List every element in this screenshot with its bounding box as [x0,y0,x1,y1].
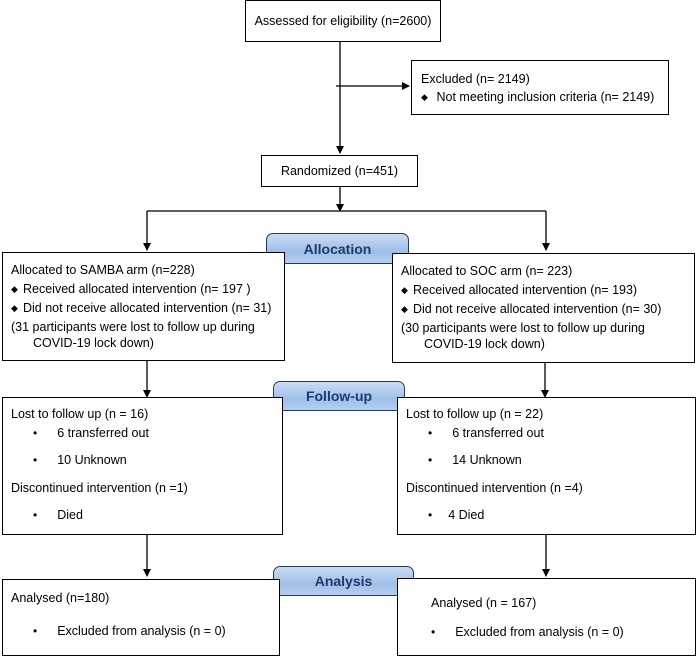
samba-allocation-box: Allocated to SAMBA arm (n=228) ◆ Received… [2,252,285,361]
samba-not-received: Did not receive allocated intervention (… [23,301,272,315]
soc-received-row: ◆ Received allocated intervention (n= 193… [401,282,637,299]
soc-analysed: Analysed (n = 167) [431,596,537,610]
soc-received: Received allocated intervention (n= 193) [413,283,638,297]
samba-received: Received allocated intervention (n= 197 … [23,282,251,296]
bullet-icon: • [33,624,38,638]
excluded-title: Excluded (n= 2149) [421,72,530,86]
bullet-icon: • [428,453,433,467]
samba-not-received-row: ◆ Did not receive allocated intervention … [11,300,271,317]
samba-alloc-title: Allocated to SAMBA arm (n=228) [11,263,195,277]
bullet-icon: • [33,426,38,440]
soc-disc-item1-row: • 4 Died [428,507,484,524]
soc-note-line1: (30 participants were lost to follow up … [401,321,645,335]
followup-label: Follow-up [273,381,405,411]
soc-lost: Lost to follow up (n = 22) [406,407,544,421]
soc-note-line2: COVID-19 lock down) [424,337,545,351]
soc-lost-item1-row: • 6 transferred out [428,425,544,442]
soc-lost-item2: 14 Unknown [452,453,522,467]
samba-lost-item1-row: • 6 transferred out [33,425,149,442]
analysis-label: Analysis [273,566,414,596]
excluded-box: Excluded (n= 2149) ◆ Not meeting inclusi… [411,60,669,115]
samba-lost-item2: 10 Unknown [57,453,127,467]
assessed-text: Assessed for eligibility (n=2600) [254,13,432,28]
allocation-label: Allocation [266,233,409,264]
bullet-icon: • [431,625,436,639]
soc-disc-item1: 4 Died [448,508,485,522]
samba-lost-item2-row: • 10 Unknown [33,452,127,469]
samba-analysed: Analysed (n=180) [11,591,110,605]
samba-followup-box: Lost to follow up (n = 16) • 6 transferre… [2,397,283,535]
bullet-icon: • [33,508,38,522]
soc-followup-box: Lost to follow up (n = 22) • 6 transferre… [397,397,696,535]
randomized-box: Randomized (n=451) [261,155,418,187]
soc-discontinued: Discontinued intervention (n =4) [406,481,583,495]
samba-lost: Lost to follow up (n = 16) [11,407,149,421]
samba-excluded-row: • Excluded from analysis (n = 0) [33,623,226,640]
samba-excluded: Excluded from analysis (n = 0) [57,624,226,638]
samba-disc-item1: Died [57,508,83,522]
samba-lost-item1: 6 transferred out [57,426,149,440]
bullet-icon: • [428,426,433,440]
diamond-bullet-icon: ◆ [421,92,428,102]
bullet-icon: • [428,508,433,522]
samba-note-line1: (31 participants were lost to follow up … [11,320,255,334]
diamond-bullet-icon: ◆ [401,285,408,295]
samba-discontinued: Discontinued intervention (n =1) [11,481,188,495]
diamond-bullet-icon: ◆ [11,284,18,294]
excluded-reason-row: ◆ Not meeting inclusion criteria (n= 214… [421,89,654,106]
soc-lost-item1: 6 transferred out [452,426,544,440]
bullet-icon: • [33,453,38,467]
samba-analysis-box: Analysed (n=180) • Excluded from analysis… [2,579,280,656]
soc-excluded-row: • Excluded from analysis (n = 0) [431,624,624,641]
soc-not-received: Did not receive allocated intervention (… [413,302,662,316]
excluded-reason: Not meeting inclusion criteria (n= 2149) [436,90,655,104]
soc-lost-item2-row: • 14 Unknown [428,452,522,469]
soc-allocation-box: Allocated to SOC arm (n= 223) ◆ Received … [392,253,695,363]
samba-note-line2: COVID-19 lock down) [33,336,154,350]
diamond-bullet-icon: ◆ [11,303,18,313]
samba-received-row: ◆ Received allocated intervention (n= 197… [11,281,251,298]
randomized-text: Randomized (n=451) [280,163,399,178]
soc-analysis-box: Analysed (n = 167) • Excluded from analys… [397,578,696,656]
soc-alloc-title: Allocated to SOC arm (n= 223) [401,264,573,278]
samba-disc-item1-row: • Died [33,507,83,524]
soc-excluded: Excluded from analysis (n = 0) [455,625,624,639]
diamond-bullet-icon: ◆ [401,304,408,314]
soc-not-received-row: ◆ Did not receive allocated intervention … [401,301,661,318]
assessed-box: Assessed for eligibility (n=2600) [245,0,441,42]
